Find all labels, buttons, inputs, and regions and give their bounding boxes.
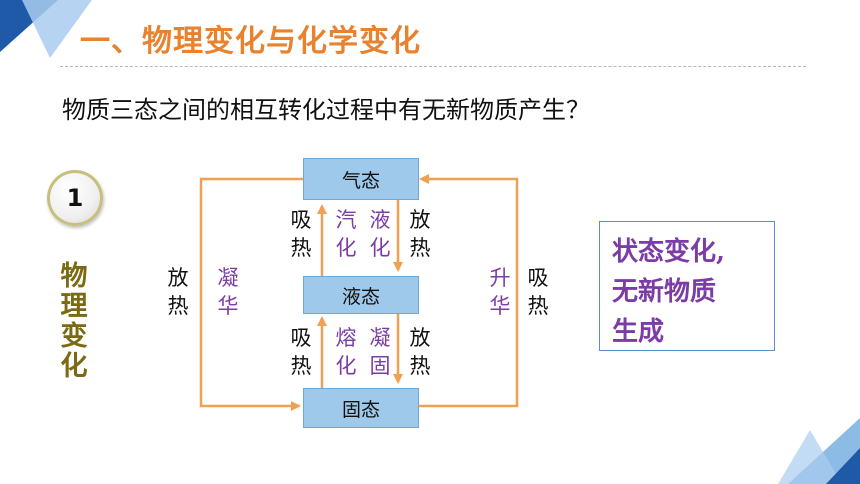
heat-release-label: 放热 <box>409 208 431 260</box>
arrow-deposition <box>199 177 303 411</box>
liquefy-label: 液化 <box>369 208 391 260</box>
corner-decoration-bottom-right <box>778 418 860 484</box>
gas-state-box: 气态 <box>303 158 419 200</box>
conclusion-line: 无新物质 <box>612 277 717 307</box>
liquid-state-box: 液态 <box>303 276 419 314</box>
vaporize-label: 汽化 <box>335 208 357 260</box>
heat-absorb-label: 吸热 <box>290 208 312 260</box>
conclusion-line: 状态变化, <box>612 237 726 267</box>
deposition-label: 凝华 <box>217 266 239 318</box>
arrow-sublimation <box>417 174 519 408</box>
heat-absorb-label: 吸热 <box>290 326 312 378</box>
corner-decoration-top-left <box>0 0 92 58</box>
step-number-badge: 1 <box>47 170 103 226</box>
question-text: 物质三态之间的相互转化过程中有无新物质产生？ <box>62 96 590 124</box>
melt-label: 熔化 <box>335 326 357 378</box>
title-divider <box>60 66 806 67</box>
solidify-label: 凝固 <box>369 326 391 378</box>
physical-change-label: 物理变化 <box>60 261 88 382</box>
heat-absorb-label: 吸热 <box>527 266 549 318</box>
heat-release-label: 放热 <box>409 326 431 378</box>
conclusion-line: 生成 <box>612 317 665 347</box>
slide-title: 一、物理变化与化学变化 <box>80 24 421 59</box>
conclusion-box: 状态变化, 无新物质 生成 <box>599 221 775 351</box>
sublimation-label: 升华 <box>489 266 511 318</box>
solid-state-box: 固态 <box>303 388 419 428</box>
heat-release-label: 放热 <box>167 266 189 318</box>
